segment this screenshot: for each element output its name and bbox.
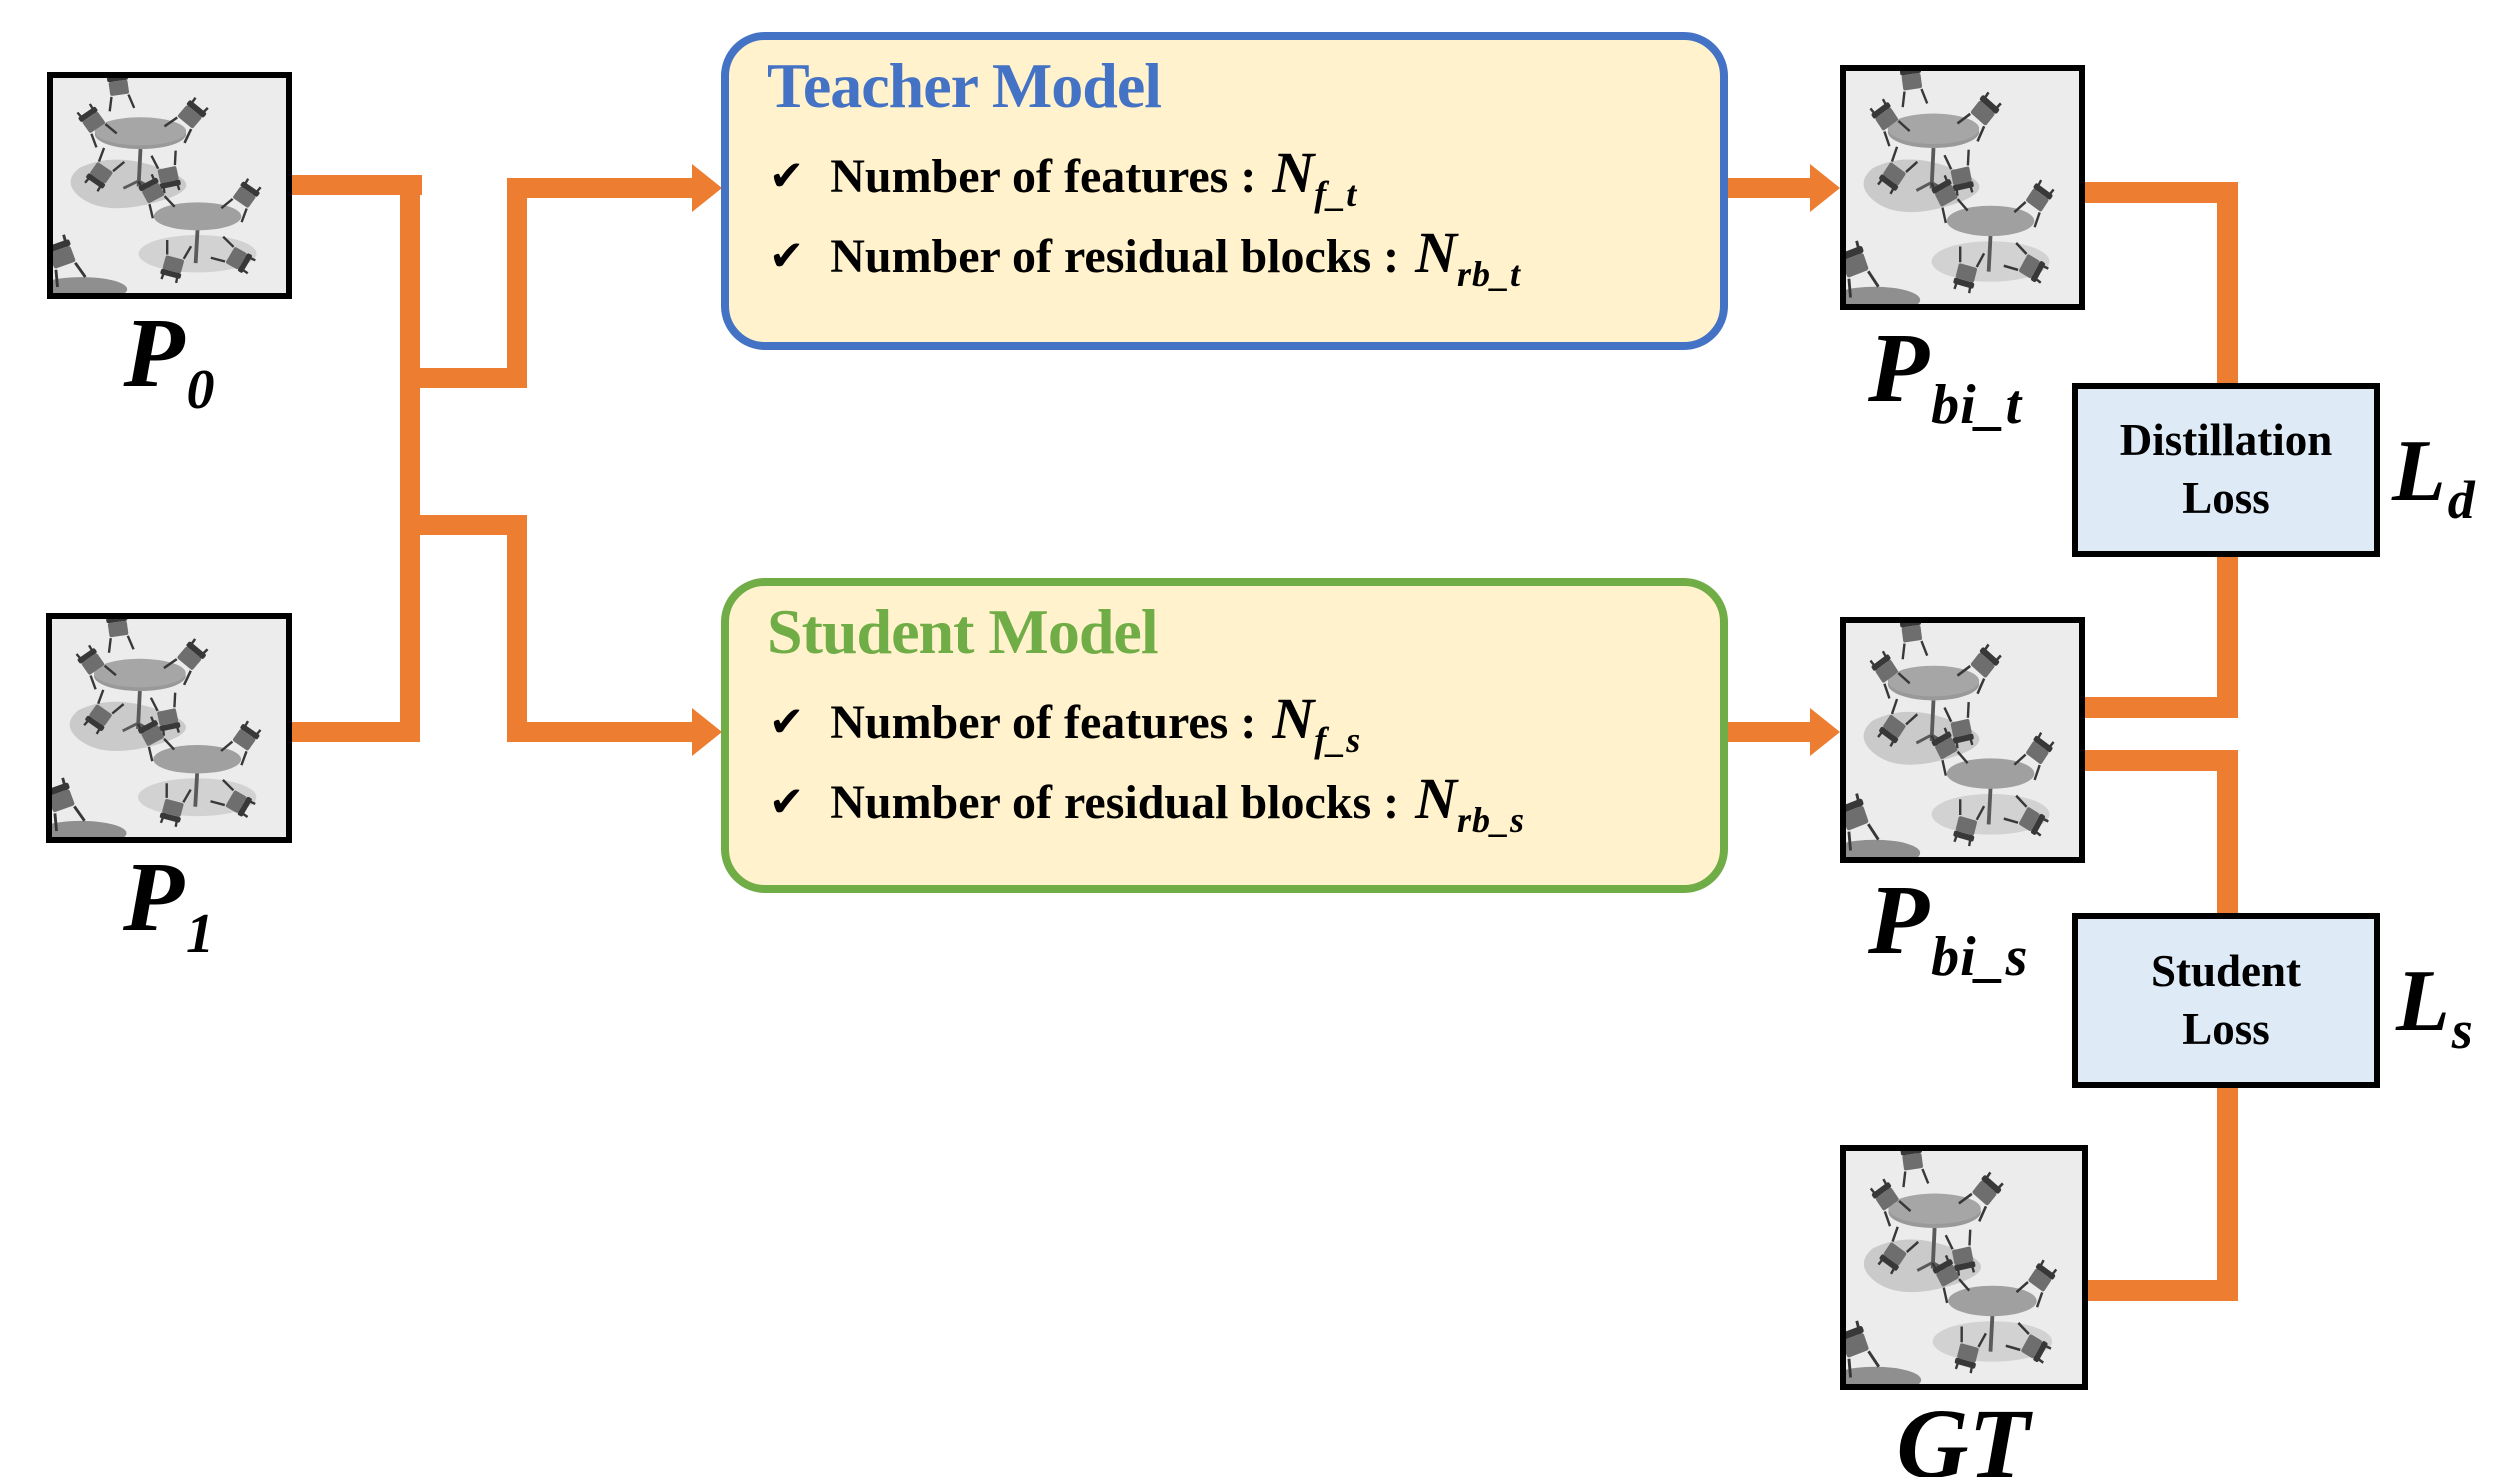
arrowhead-teacher-in xyxy=(692,164,722,212)
output-image-pbis xyxy=(1840,617,2085,863)
connector-distillation-top xyxy=(2217,182,2238,383)
label-ld-base: L xyxy=(2392,423,2446,520)
label-ld: Ld xyxy=(2392,428,2476,528)
connector-student-branch-v xyxy=(507,515,527,742)
distillation-loss-line2: Loss xyxy=(2182,473,2270,523)
connector-student-out xyxy=(1728,722,1812,742)
distillation-loss-line1: Distillation xyxy=(2119,415,2333,466)
teacher-model-title: Teacher Model xyxy=(767,50,1162,121)
teacher-nrb-var: N xyxy=(1415,220,1458,285)
distillation-loss-box: Distillation Loss xyxy=(2072,383,2380,557)
label-pbis: Pbi_s xyxy=(1868,870,2028,986)
input-image-p1 xyxy=(46,613,292,843)
input-image-p0 xyxy=(47,72,292,299)
student-loss-box: Student Loss xyxy=(2072,913,2380,1088)
check-icon: ✔ xyxy=(769,151,805,200)
label-p0-sub: 0 xyxy=(186,359,216,421)
student-nf-sub: f_s xyxy=(1314,720,1362,760)
student-loss-line1: Student xyxy=(2150,945,2302,996)
check-icon: ✔ xyxy=(769,777,805,826)
label-ls-base: L xyxy=(2396,953,2450,1050)
connector-pbit-right xyxy=(2085,182,2238,203)
label-pbit: Pbi_t xyxy=(1868,318,2022,434)
student-item-residual-text: Number of residual blocks : xyxy=(830,776,1400,829)
student-model-box: Student Model ✔ Number of features : N f… xyxy=(721,578,1728,893)
teacher-item-features-text: Number of features : xyxy=(830,150,1257,203)
label-pbit-base: P xyxy=(1868,312,1930,423)
student-item-residual-blocks: ✔ Number of residual blocks : N rb_s xyxy=(769,766,1686,839)
label-p1-base: P xyxy=(122,841,185,952)
connector-p1-out xyxy=(292,722,420,742)
student-item-features-text: Number of features : xyxy=(830,696,1257,749)
check-icon: ✔ xyxy=(769,697,805,746)
label-p1: P1 xyxy=(46,847,292,963)
label-pbis-base: P xyxy=(1868,864,1930,975)
arrowhead-student-in xyxy=(692,708,722,756)
teacher-model-box: Teacher Model ✔ Number of features : N f… xyxy=(721,32,1728,350)
connector-studentloss-top xyxy=(2217,750,2238,913)
connector-pbis-down xyxy=(2085,750,2238,771)
connector-gt-right xyxy=(2088,1280,2238,1301)
student-nf-var: N xyxy=(1272,686,1315,751)
output-image-pbit xyxy=(1840,65,2085,310)
student-nrb-var: N xyxy=(1415,766,1458,831)
teacher-item-features: ✔ Number of features : N f_t xyxy=(769,140,1686,213)
point-cloud-scene xyxy=(52,619,286,837)
teacher-item-residual-blocks: ✔ Number of residual blocks : N rb_t xyxy=(769,220,1686,293)
arrowhead-teacher-out xyxy=(1810,164,1840,212)
connector-student-in xyxy=(507,722,696,742)
student-item-features: ✔ Number of features : N f_s xyxy=(769,686,1686,759)
ground-truth-image xyxy=(1840,1145,2088,1390)
arrowhead-student-out xyxy=(1810,708,1840,756)
student-nrb-sub: rb_s xyxy=(1457,800,1526,840)
connector-merge-bus xyxy=(400,175,420,742)
connector-pbis-up xyxy=(2085,697,2238,718)
point-cloud-scene xyxy=(1846,1151,2082,1384)
connector-teacher-branch-h xyxy=(400,368,527,388)
label-ls: Ls xyxy=(2396,958,2474,1058)
label-p0-base: P xyxy=(123,297,185,408)
label-p1-sub: 1 xyxy=(186,903,216,965)
label-ls-sub: s xyxy=(2451,1000,2474,1060)
label-gt-base: GT xyxy=(1896,1388,2030,1477)
connector-teacher-branch-v xyxy=(507,178,527,388)
point-cloud-scene xyxy=(1846,71,2079,304)
student-model-title: Student Model xyxy=(767,596,1159,667)
student-loss-line2: Loss xyxy=(2182,1003,2270,1054)
connector-distillation-bottom xyxy=(2217,557,2238,718)
teacher-item-residual-text: Number of residual blocks : xyxy=(830,230,1400,283)
connector-teacher-in xyxy=(507,178,696,198)
check-icon: ✔ xyxy=(769,231,805,280)
teacher-nf-var: N xyxy=(1272,140,1315,205)
label-gt: GT xyxy=(1840,1394,2088,1477)
point-cloud-scene xyxy=(53,78,286,293)
teacher-nf-sub: f_t xyxy=(1314,174,1358,214)
connector-teacher-out xyxy=(1728,178,1812,198)
label-ld-sub: d xyxy=(2447,470,2476,530)
connector-p0-out xyxy=(290,175,422,195)
connector-studentloss-bottom xyxy=(2217,1088,2238,1301)
point-cloud-scene xyxy=(1846,623,2079,857)
label-pbit-sub: bi_t xyxy=(1931,374,2023,436)
label-pbis-sub: bi_s xyxy=(1931,926,2029,988)
label-p0: P0 xyxy=(47,303,292,419)
teacher-nrb-sub: rb_t xyxy=(1457,254,1522,294)
connector-student-branch-h xyxy=(400,515,527,535)
